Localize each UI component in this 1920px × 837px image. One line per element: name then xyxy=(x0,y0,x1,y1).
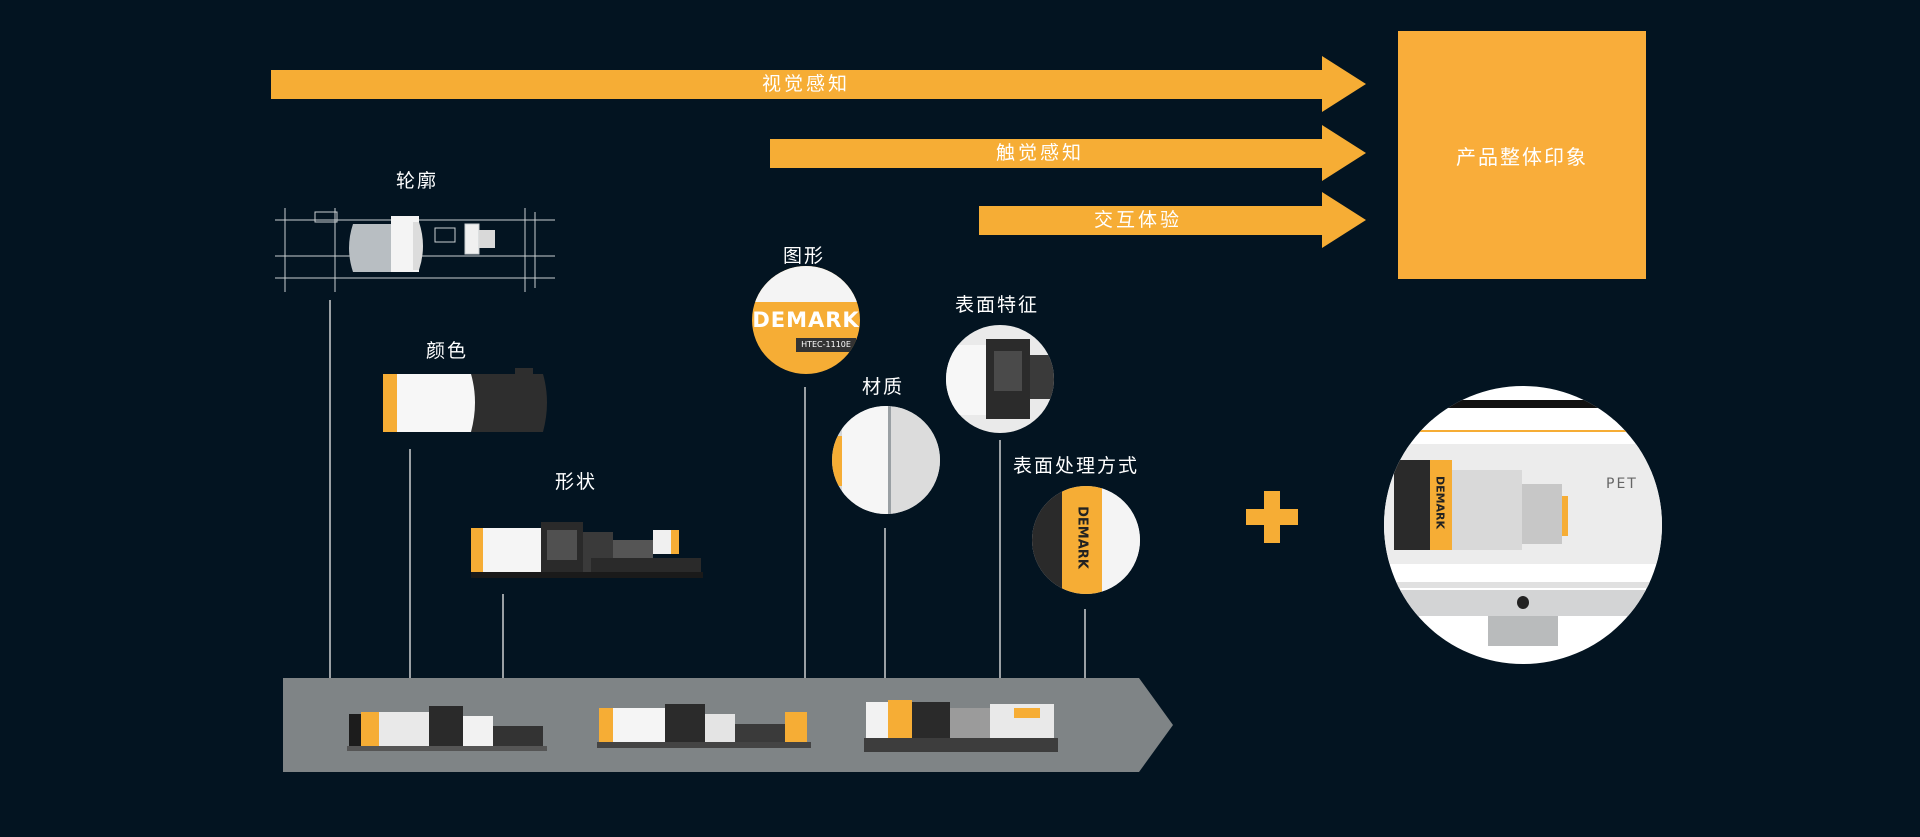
monitor-top-bar xyxy=(1384,400,1662,408)
logo-white-strip xyxy=(752,266,860,302)
color-swatch-image xyxy=(383,368,551,436)
label-material: 材质 xyxy=(862,372,904,399)
label-surface-features: 表面特征 xyxy=(955,290,1039,317)
product-impression-label: 产品整体印象 xyxy=(1456,141,1588,170)
hero-logo-text: DEMARK xyxy=(1434,467,1447,539)
arrow-touch-label: 触觉感知 xyxy=(965,139,1115,168)
machine-image-2 xyxy=(597,698,811,752)
website-nav xyxy=(1384,420,1662,432)
connector-material xyxy=(884,528,886,678)
connector-graphic xyxy=(804,387,806,678)
shape-machine-image xyxy=(471,518,703,582)
arrow-visual-perception: 视觉感知 xyxy=(271,56,1366,112)
logo-text: DEMARK xyxy=(752,308,860,332)
connector-shape xyxy=(502,594,504,678)
apple-logo-icon xyxy=(1517,596,1529,609)
arrow-interaction-label: 交互体验 xyxy=(1063,206,1213,235)
label-graphic: 图形 xyxy=(783,241,825,268)
treatment-logo-text: DEMARK xyxy=(1075,502,1090,574)
label-surface-treatment: 表面处理方式 xyxy=(1013,451,1139,478)
material-circle xyxy=(832,406,940,514)
connector-surface-features xyxy=(999,440,1001,678)
website-monitor-circle: DEMARK PET xyxy=(1384,386,1662,664)
model-badge: HTEC-1110E xyxy=(796,338,856,352)
machine-image-1 xyxy=(347,700,547,752)
machine-image-3 xyxy=(864,698,1058,754)
connector-outline xyxy=(329,300,331,678)
connector-color xyxy=(409,449,411,678)
plus-icon-vertical xyxy=(1264,491,1280,543)
arrow-touch-perception: 触觉感知 xyxy=(770,125,1366,181)
product-impression-box: 产品整体印象 xyxy=(1398,31,1646,279)
arrow-visual-label: 视觉感知 xyxy=(731,70,881,99)
label-shape: 形状 xyxy=(555,467,597,494)
surface-treatment-circle: DEMARK xyxy=(1032,486,1140,594)
label-outline: 轮廓 xyxy=(396,166,438,193)
model-text: HTEC-1110E xyxy=(796,338,856,352)
surface-features-circle xyxy=(946,325,1054,433)
product-badge: PET xyxy=(1606,476,1638,492)
arrow-interaction: 交互体验 xyxy=(979,192,1366,248)
website-footer xyxy=(1384,582,1662,588)
monitor-stand xyxy=(1488,616,1558,646)
outline-wireframe-image xyxy=(275,208,555,292)
connector-surface-treatment xyxy=(1084,609,1086,678)
graphic-logo-circle: DEMARK HTEC-1110E xyxy=(752,266,860,374)
label-color: 颜色 xyxy=(426,336,468,363)
